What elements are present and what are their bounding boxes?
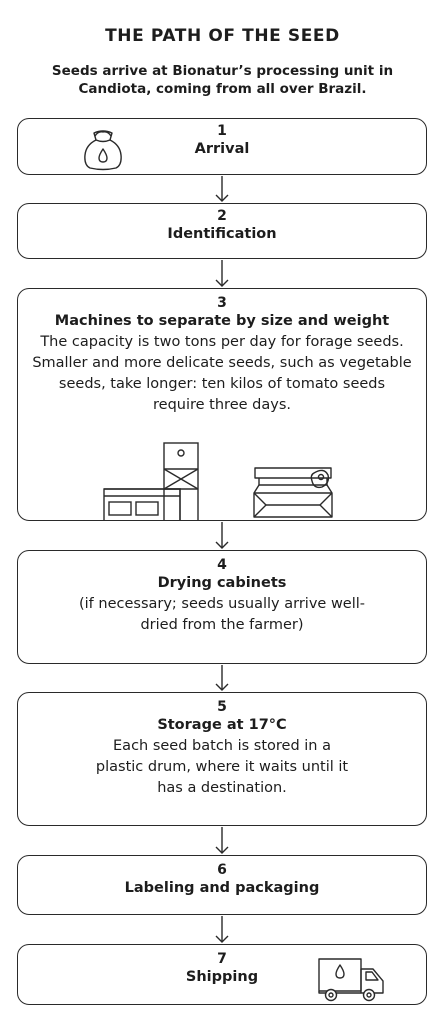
processing-plant-icon bbox=[103, 442, 199, 521]
step-name: Drying cabinets bbox=[157, 575, 287, 591]
step-box-labeling: 6 Labeling and packaging bbox=[17, 855, 427, 915]
step-number: 3 bbox=[217, 295, 227, 311]
page-subtitle: Seeds arrive at Bionatur’s processing un… bbox=[51, 63, 394, 97]
step-box-drying: 4 Drying cabinets (if necessary; seeds u… bbox=[17, 550, 427, 664]
step-description: (if necessary; seeds usually arrive well… bbox=[78, 596, 366, 633]
step-name: Machines to separate by size and weight bbox=[54, 313, 390, 329]
step-box-storage: 5 Storage at 17°C Each seed batch is sto… bbox=[17, 692, 427, 826]
step-name: Labeling and packaging bbox=[124, 880, 320, 896]
step-number: 5 bbox=[217, 699, 227, 715]
step-box-identification: 2 Identification bbox=[17, 203, 427, 259]
step-name: Shipping bbox=[185, 969, 259, 985]
step-name: Identification bbox=[167, 226, 277, 242]
seed-sack-icon bbox=[84, 130, 122, 171]
seed-sorting-machine-icon bbox=[253, 467, 333, 518]
flow-arrow-3-4 bbox=[215, 522, 229, 549]
step-number: 1 bbox=[217, 123, 227, 139]
step-number: 6 bbox=[217, 862, 227, 878]
step-number: 7 bbox=[217, 951, 227, 967]
delivery-truck-icon bbox=[318, 958, 384, 1002]
page-title: THE PATH OF THE SEED bbox=[105, 26, 340, 46]
step-number: 4 bbox=[217, 557, 227, 573]
step-description: The capacity is two tons per day for for… bbox=[32, 334, 412, 413]
step-name: Arrival bbox=[194, 141, 250, 157]
flow-arrow-4-5 bbox=[215, 665, 229, 691]
flow-arrow-6-7 bbox=[215, 916, 229, 943]
flow-arrow-1-2 bbox=[215, 176, 229, 202]
step-description: Each seed batch is stored in a plastic d… bbox=[95, 738, 349, 796]
flow-arrow-5-6 bbox=[215, 827, 229, 854]
flow-arrow-2-3 bbox=[215, 260, 229, 287]
step-box-arrival: 1 Arrival bbox=[17, 118, 427, 175]
step-name: Storage at 17°C bbox=[157, 717, 287, 733]
step-box-shipping: 7 Shipping bbox=[17, 944, 427, 1005]
step-number: 2 bbox=[217, 208, 227, 224]
step-box-machines: 3 Machines to separate by size and weigh… bbox=[17, 288, 427, 521]
